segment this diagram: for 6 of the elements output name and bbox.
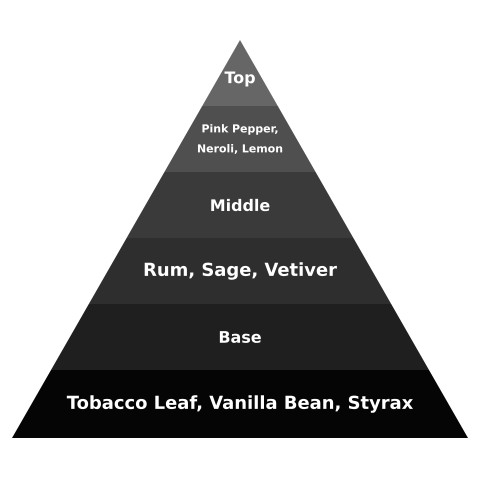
pyramid-band: Tobacco Leaf, Vanilla Bean, Styrax <box>12 370 468 438</box>
pyramid-band: Top <box>202 40 278 106</box>
pyramid-band: Base <box>51 304 429 370</box>
pyramid-band: Middle <box>126 172 354 238</box>
pyramid-band: Pink Pepper, Neroli, Lemon <box>164 106 316 172</box>
pyramid-band: Rum, Sage, Vetiver <box>88 238 392 304</box>
